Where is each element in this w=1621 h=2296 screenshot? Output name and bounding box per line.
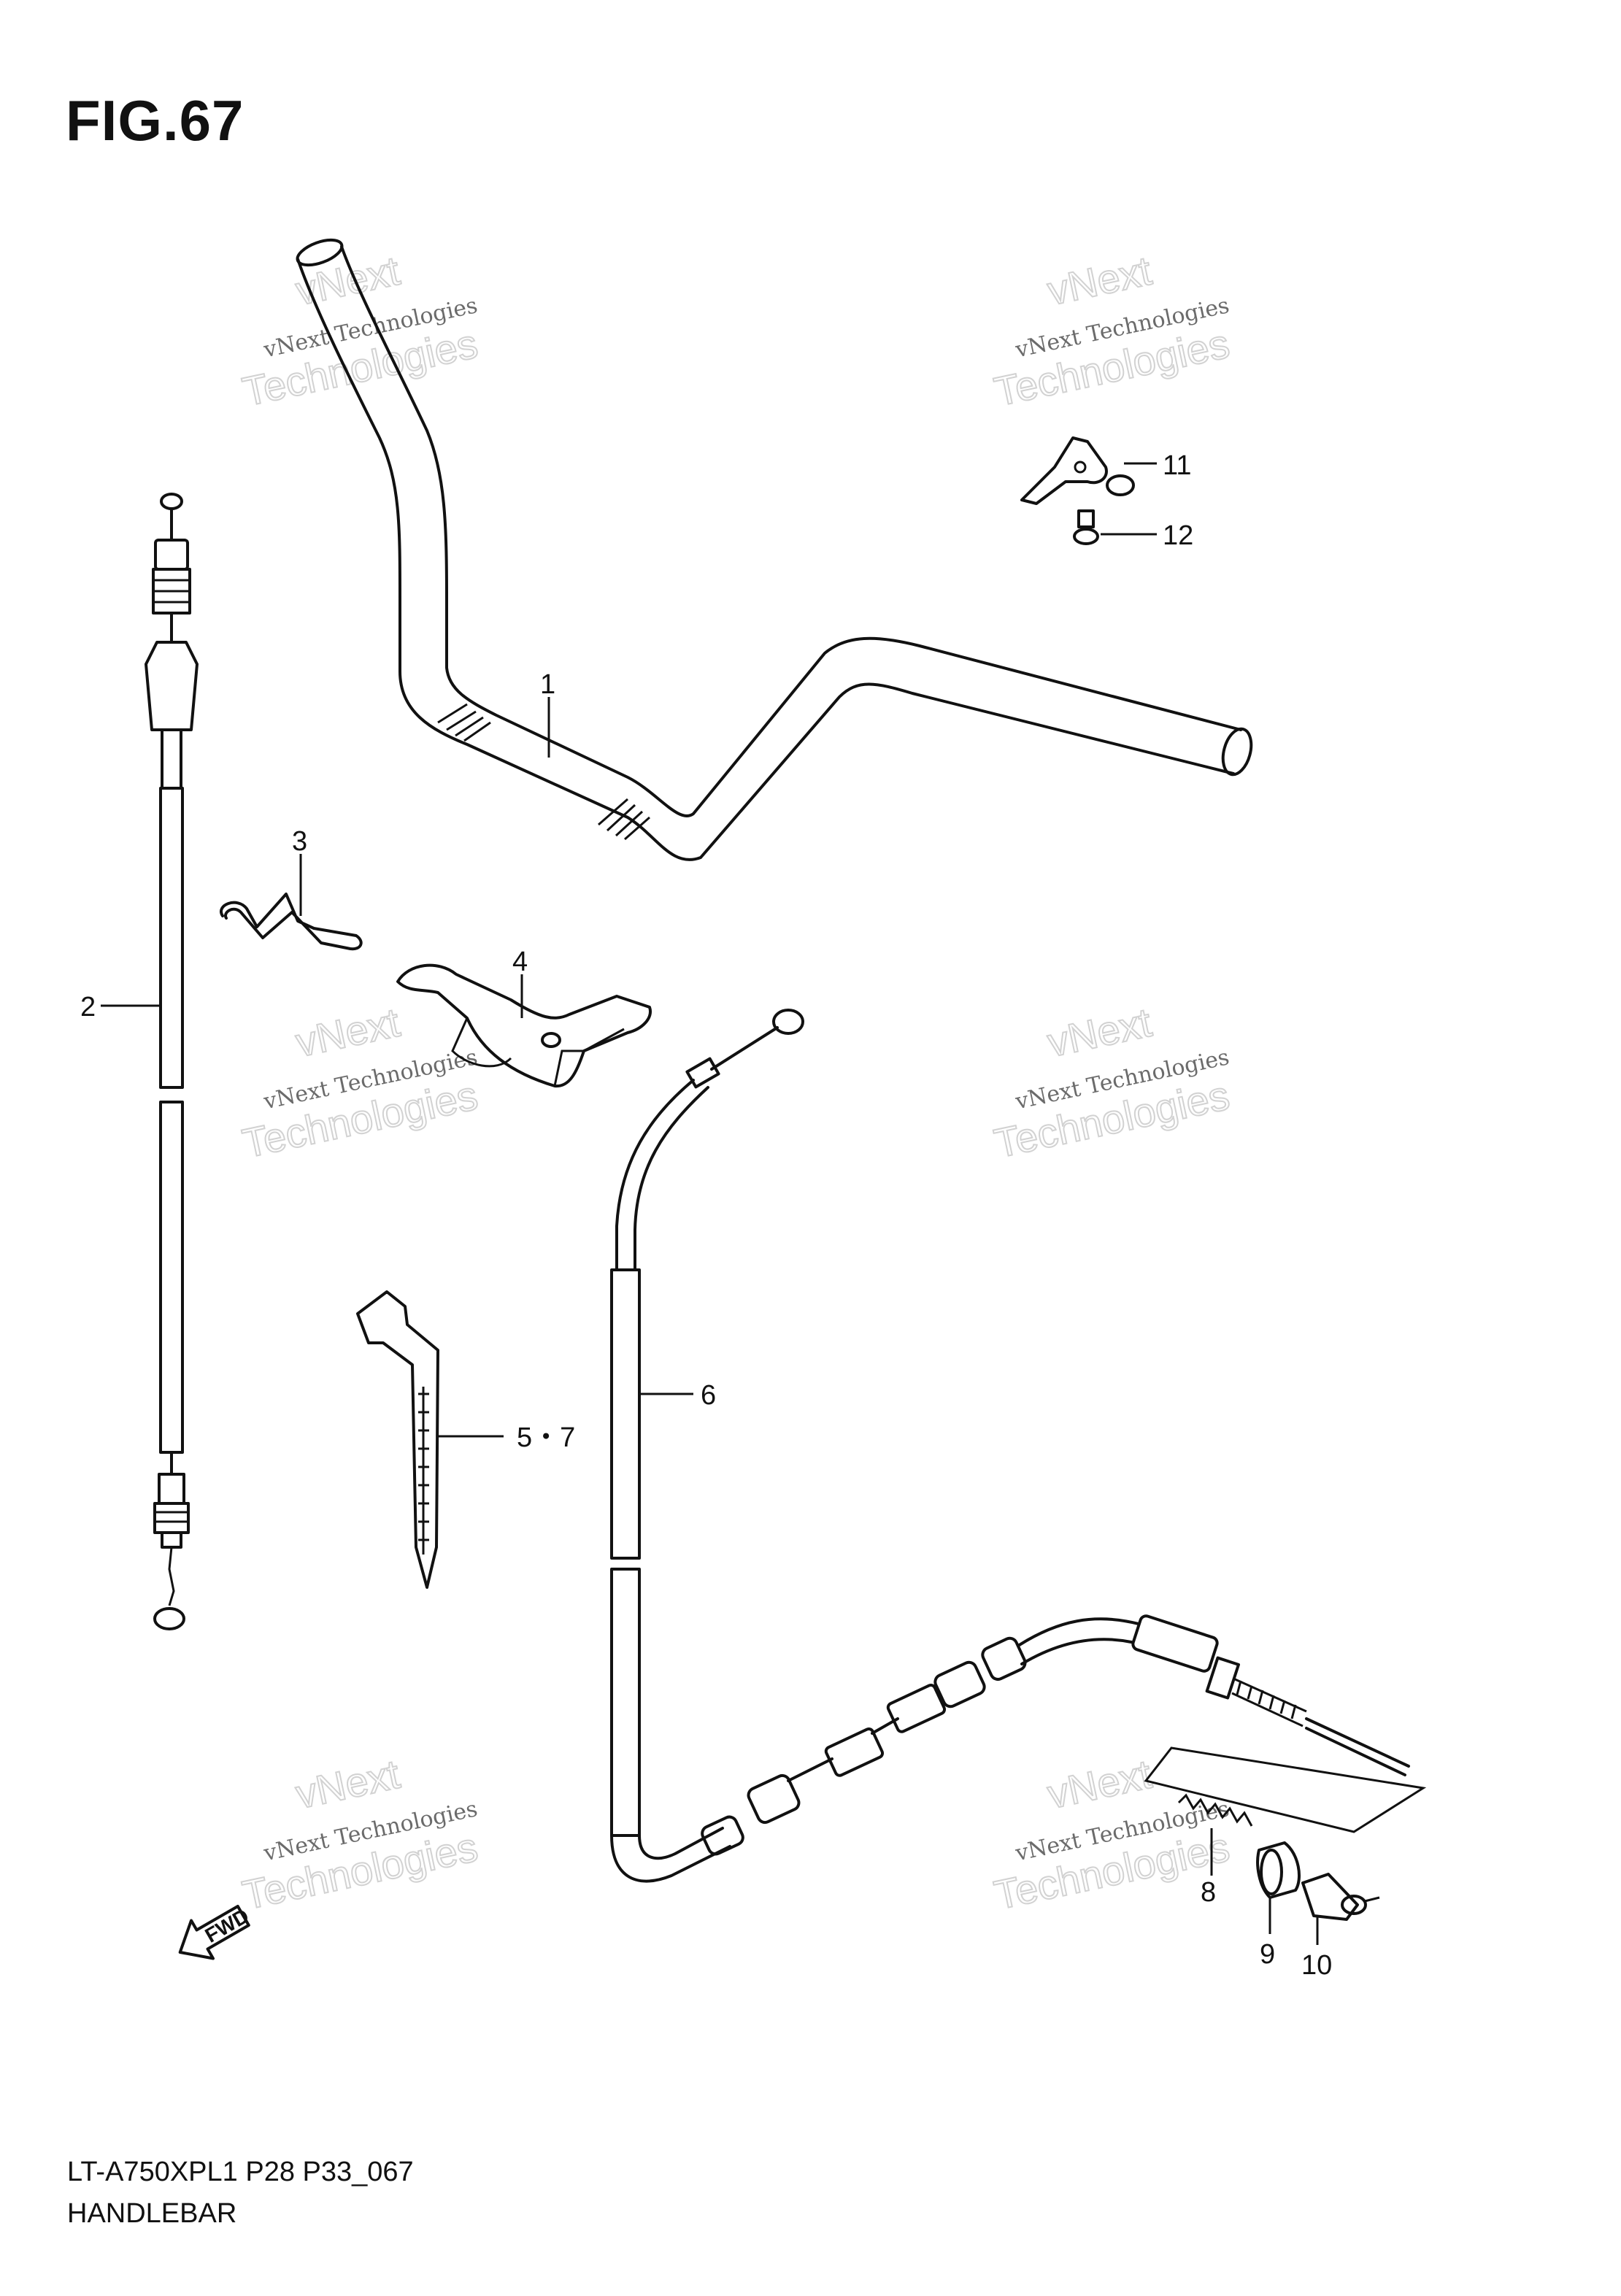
part-spring-clip	[220, 893, 363, 951]
part-joint	[1301, 1873, 1380, 1921]
watermark-vnext: vNext	[292, 999, 404, 1066]
part-spring	[1177, 1793, 1253, 1827]
fwd-label: FWD	[201, 1904, 253, 1947]
watermark-vnext: vNext	[292, 247, 404, 314]
callout-9: 9	[1260, 1939, 1275, 1970]
watermark-vnext: vNext	[1044, 999, 1156, 1066]
fwd-arrow-icon: FWD	[178, 1904, 253, 1960]
part-handlebar	[296, 238, 1253, 861]
callout-5-7: 5・7	[517, 1422, 575, 1453]
callout-3: 3	[292, 826, 307, 857]
watermark-mid-right: vNext vNext Technologies Technologies	[990, 998, 1234, 1168]
part-collar	[1256, 1841, 1301, 1899]
watermark-vnext: vNext	[1044, 1751, 1156, 1817]
part-bracket	[1020, 436, 1135, 505]
callout-6: 6	[701, 1380, 716, 1411]
callout-10: 10	[1301, 1950, 1332, 1981]
part-cable-tie	[356, 1290, 439, 1589]
callout-12: 12	[1163, 520, 1193, 551]
kit-outline-box	[1144, 1746, 1427, 1833]
watermark-top-right: vNext vNext Technologies Technologies	[990, 247, 1234, 416]
callout-2: 2	[80, 992, 96, 1022]
callout-1: 1	[540, 669, 555, 700]
part-cable-holder	[396, 963, 652, 1088]
part-brake-cable	[610, 1009, 1410, 1883]
watermark-vnext: vNext	[1044, 247, 1156, 314]
watermark-vnext: vNext	[292, 1751, 404, 1817]
callout-11: 11	[1163, 450, 1191, 481]
figure-title: FIG.67	[66, 88, 245, 153]
callout-8: 8	[1201, 1877, 1216, 1908]
model-code: LT-A750XPL1 P28 P33_067	[67, 2157, 414, 2187]
watermark-bottom-left: vNext vNext Technologies Technologies	[238, 1750, 482, 1919]
watermark-mid-left: vNext vNext Technologies Technologies	[238, 998, 482, 1168]
section-name: HANDLEBAR	[67, 2198, 237, 2229]
callout-4: 4	[512, 947, 528, 977]
part-screw	[1073, 509, 1099, 545]
part-throttle-cable	[145, 493, 199, 1630]
